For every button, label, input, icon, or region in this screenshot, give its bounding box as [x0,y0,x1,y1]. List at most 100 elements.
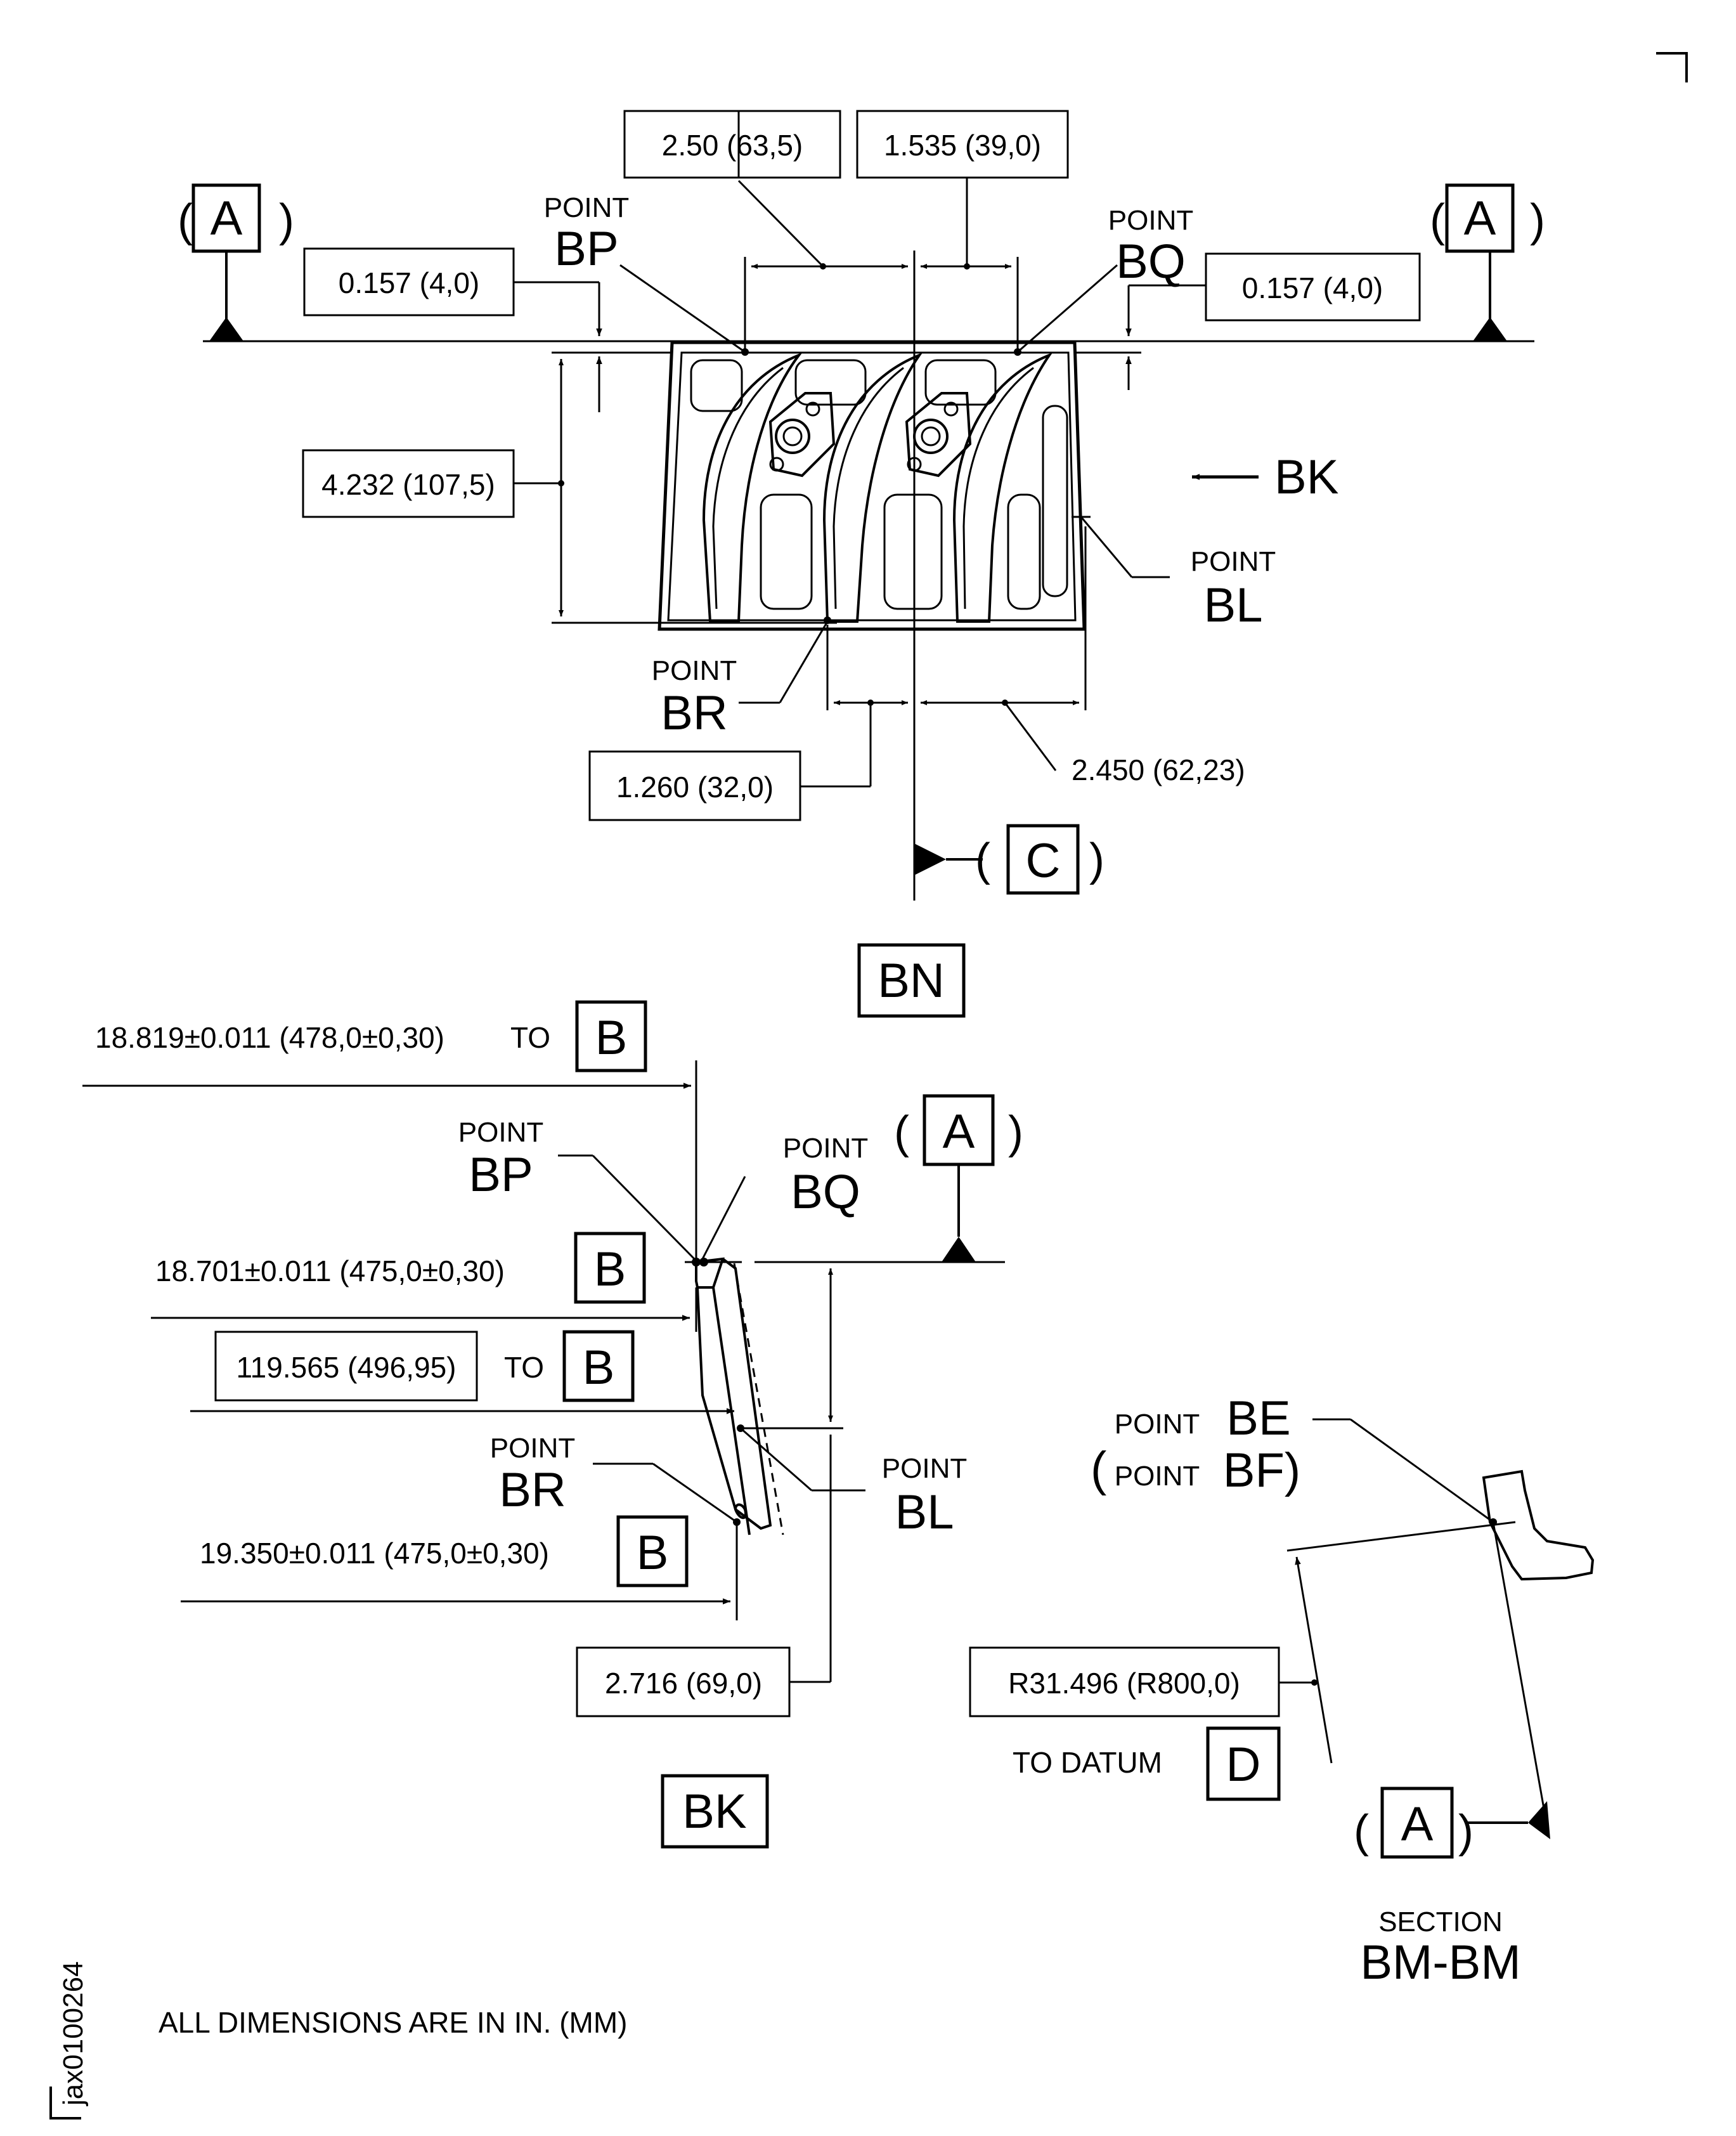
dim-2-450-text: 2.450 (62,23) [1072,753,1245,786]
point-br-leader [652,1462,737,1523]
point-bq-label: BQ [791,1165,860,1219]
svg-text:(: ( [894,1107,909,1158]
point-bp-dot [741,348,749,356]
dim-0-157-right-text: 0.157 (4,0) [1242,271,1383,304]
point-bq-leader [1017,264,1118,353]
svg-text:(: ( [975,835,990,885]
dim-4-232-text: 4.232 (107,5) [321,468,495,501]
point-bp-leader [592,1154,697,1262]
dim-0-157-left-text: 0.157 (4,0) [339,266,479,299]
point-br-word: POINT [490,1433,575,1464]
point-bl-word: POINT [882,1453,967,1484]
datum-d-box [1206,1726,1281,1801]
point-bq-word: POINT [1108,205,1193,236]
point-br-word: POINT [652,655,737,686]
datum-b-box-3 [562,1330,635,1402]
point-bp-label: BP [554,222,618,276]
point-bq-dot [1014,348,1021,356]
to-word-1: TO [510,1021,550,1054]
datum-b-letter-4: B [637,1526,669,1580]
point-bq-label: BQ [1116,235,1186,289]
view-arrow-bk: BK [1192,450,1338,504]
point-bf-word: POINT [1115,1461,1200,1492]
dim-119-565-text: 119.565 (496,95) [236,1351,457,1384]
point-br-label: BR [661,686,728,740]
point-bf-paren: ( [1091,1442,1106,1496]
dim-1-260-text: 1.260 (32,0) [616,771,774,804]
radius-text: R31.496 (R800,0) [1008,1667,1240,1700]
dim-2-50-text: 2.50 (63,5) [662,129,803,162]
datum-b-letter-1: B [595,1011,628,1065]
side-profile-part [685,1257,784,1535]
corner-mark-bottom-left [49,2087,81,2120]
section-title-word: SECTION [1378,1906,1503,1937]
view-arrow-bk-label: BK [1274,450,1338,504]
view-bk: 18.819±0.011 (478,0±0,30) TO B POINT BP … [82,1000,1023,1849]
point-bl-label: BL [1204,578,1263,632]
radius-box [969,1646,1280,1717]
datum-a-letter: A [211,192,243,245]
dim-1-535 [856,110,1069,270]
point-bq-word: POINT [783,1133,868,1164]
point-bl-label: BL [895,1485,954,1539]
svg-text:): ) [1089,835,1104,885]
datum-a-symbol-section: ( A ) [1354,1787,1550,1859]
svg-text:): ) [279,195,294,246]
dim-19-350-text: 19.350±0.011 (475,0±0,30) [200,1537,549,1570]
point-bl-leader [740,1427,812,1492]
svg-text:): ) [1008,1107,1023,1158]
point-be-leader [1350,1418,1494,1523]
datum-b-box-2 [574,1232,646,1304]
datum-a-symbol-right: ( A ) [1430,183,1545,341]
units-note: ALL DIMENSIONS ARE IN IN. (MM) [159,2006,628,2039]
dim-2-716-box [576,1646,791,1717]
section-bm-bm: POINT BE ( POINT BF) R31.496 (R800,0) TO… [969,1391,1595,1989]
dim-119-565-box [214,1331,478,1402]
point-bl-leader [1080,516,1133,578]
svg-text:): ) [1530,195,1545,246]
grate-part-outline [657,341,1086,631]
datum-b-box-1 [575,1000,647,1072]
dim-0-157-right [1075,252,1421,390]
svg-text:(: ( [1354,1806,1369,1857]
point-be-word: POINT [1115,1409,1200,1440]
point-bp-label: BP [469,1148,533,1202]
dim-18-701-text: 18.701±0.011 (475,0±0,30) [155,1254,505,1287]
point-br-dot [824,616,831,624]
view-bn-label-box [857,943,966,1018]
figure-id: jax0100264 [58,1961,89,2107]
section-profile [1482,1469,1595,1581]
view-bn-label: BN [878,954,945,1008]
point-bq-leader [701,1176,746,1260]
dim-2-50-box [623,110,841,179]
datum-c-symbol: ( C ) [914,824,1104,895]
dim-2-450 [921,526,1087,771]
dim-18-819-text: 18.819±0.011 (478,0±0,30) [95,1021,444,1054]
datum-a-symbol-bk: ( A ) [755,1094,1023,1263]
datum-c-letter: C [1026,834,1061,888]
dim-1-535-text: 1.535 (39,0) [884,129,1041,162]
view-bn: ( A ) ( A ) [178,110,1545,1018]
view-bk-label-box [661,1774,769,1849]
point-bl-word: POINT [1191,546,1276,577]
dim-4-232 [302,351,837,624]
point-bf-label: BF) [1223,1443,1300,1497]
radius-arrow [1295,1556,1333,1764]
svg-text:(: ( [178,195,193,246]
datum-b-letter-2: B [594,1242,626,1296]
section-title: BM-BM [1360,1936,1520,1989]
point-bp-word: POINT [458,1117,543,1148]
datum-a-letter: A [1464,192,1496,245]
datum-d-letter: D [1226,1738,1261,1792]
view-bk-label: BK [682,1785,746,1839]
point-br-label: BR [499,1463,566,1517]
to-word-2: TO [504,1351,544,1384]
point-bp-leader [619,264,746,353]
datum-a-letter: A [1401,1797,1434,1851]
point-bp-word: POINT [544,192,629,223]
datum-a-symbol-left: ( A ) [178,183,294,341]
datum-a-letter: A [943,1105,975,1159]
corner-mark-top-right [1656,52,1688,82]
datum-b-box-4 [616,1515,689,1587]
